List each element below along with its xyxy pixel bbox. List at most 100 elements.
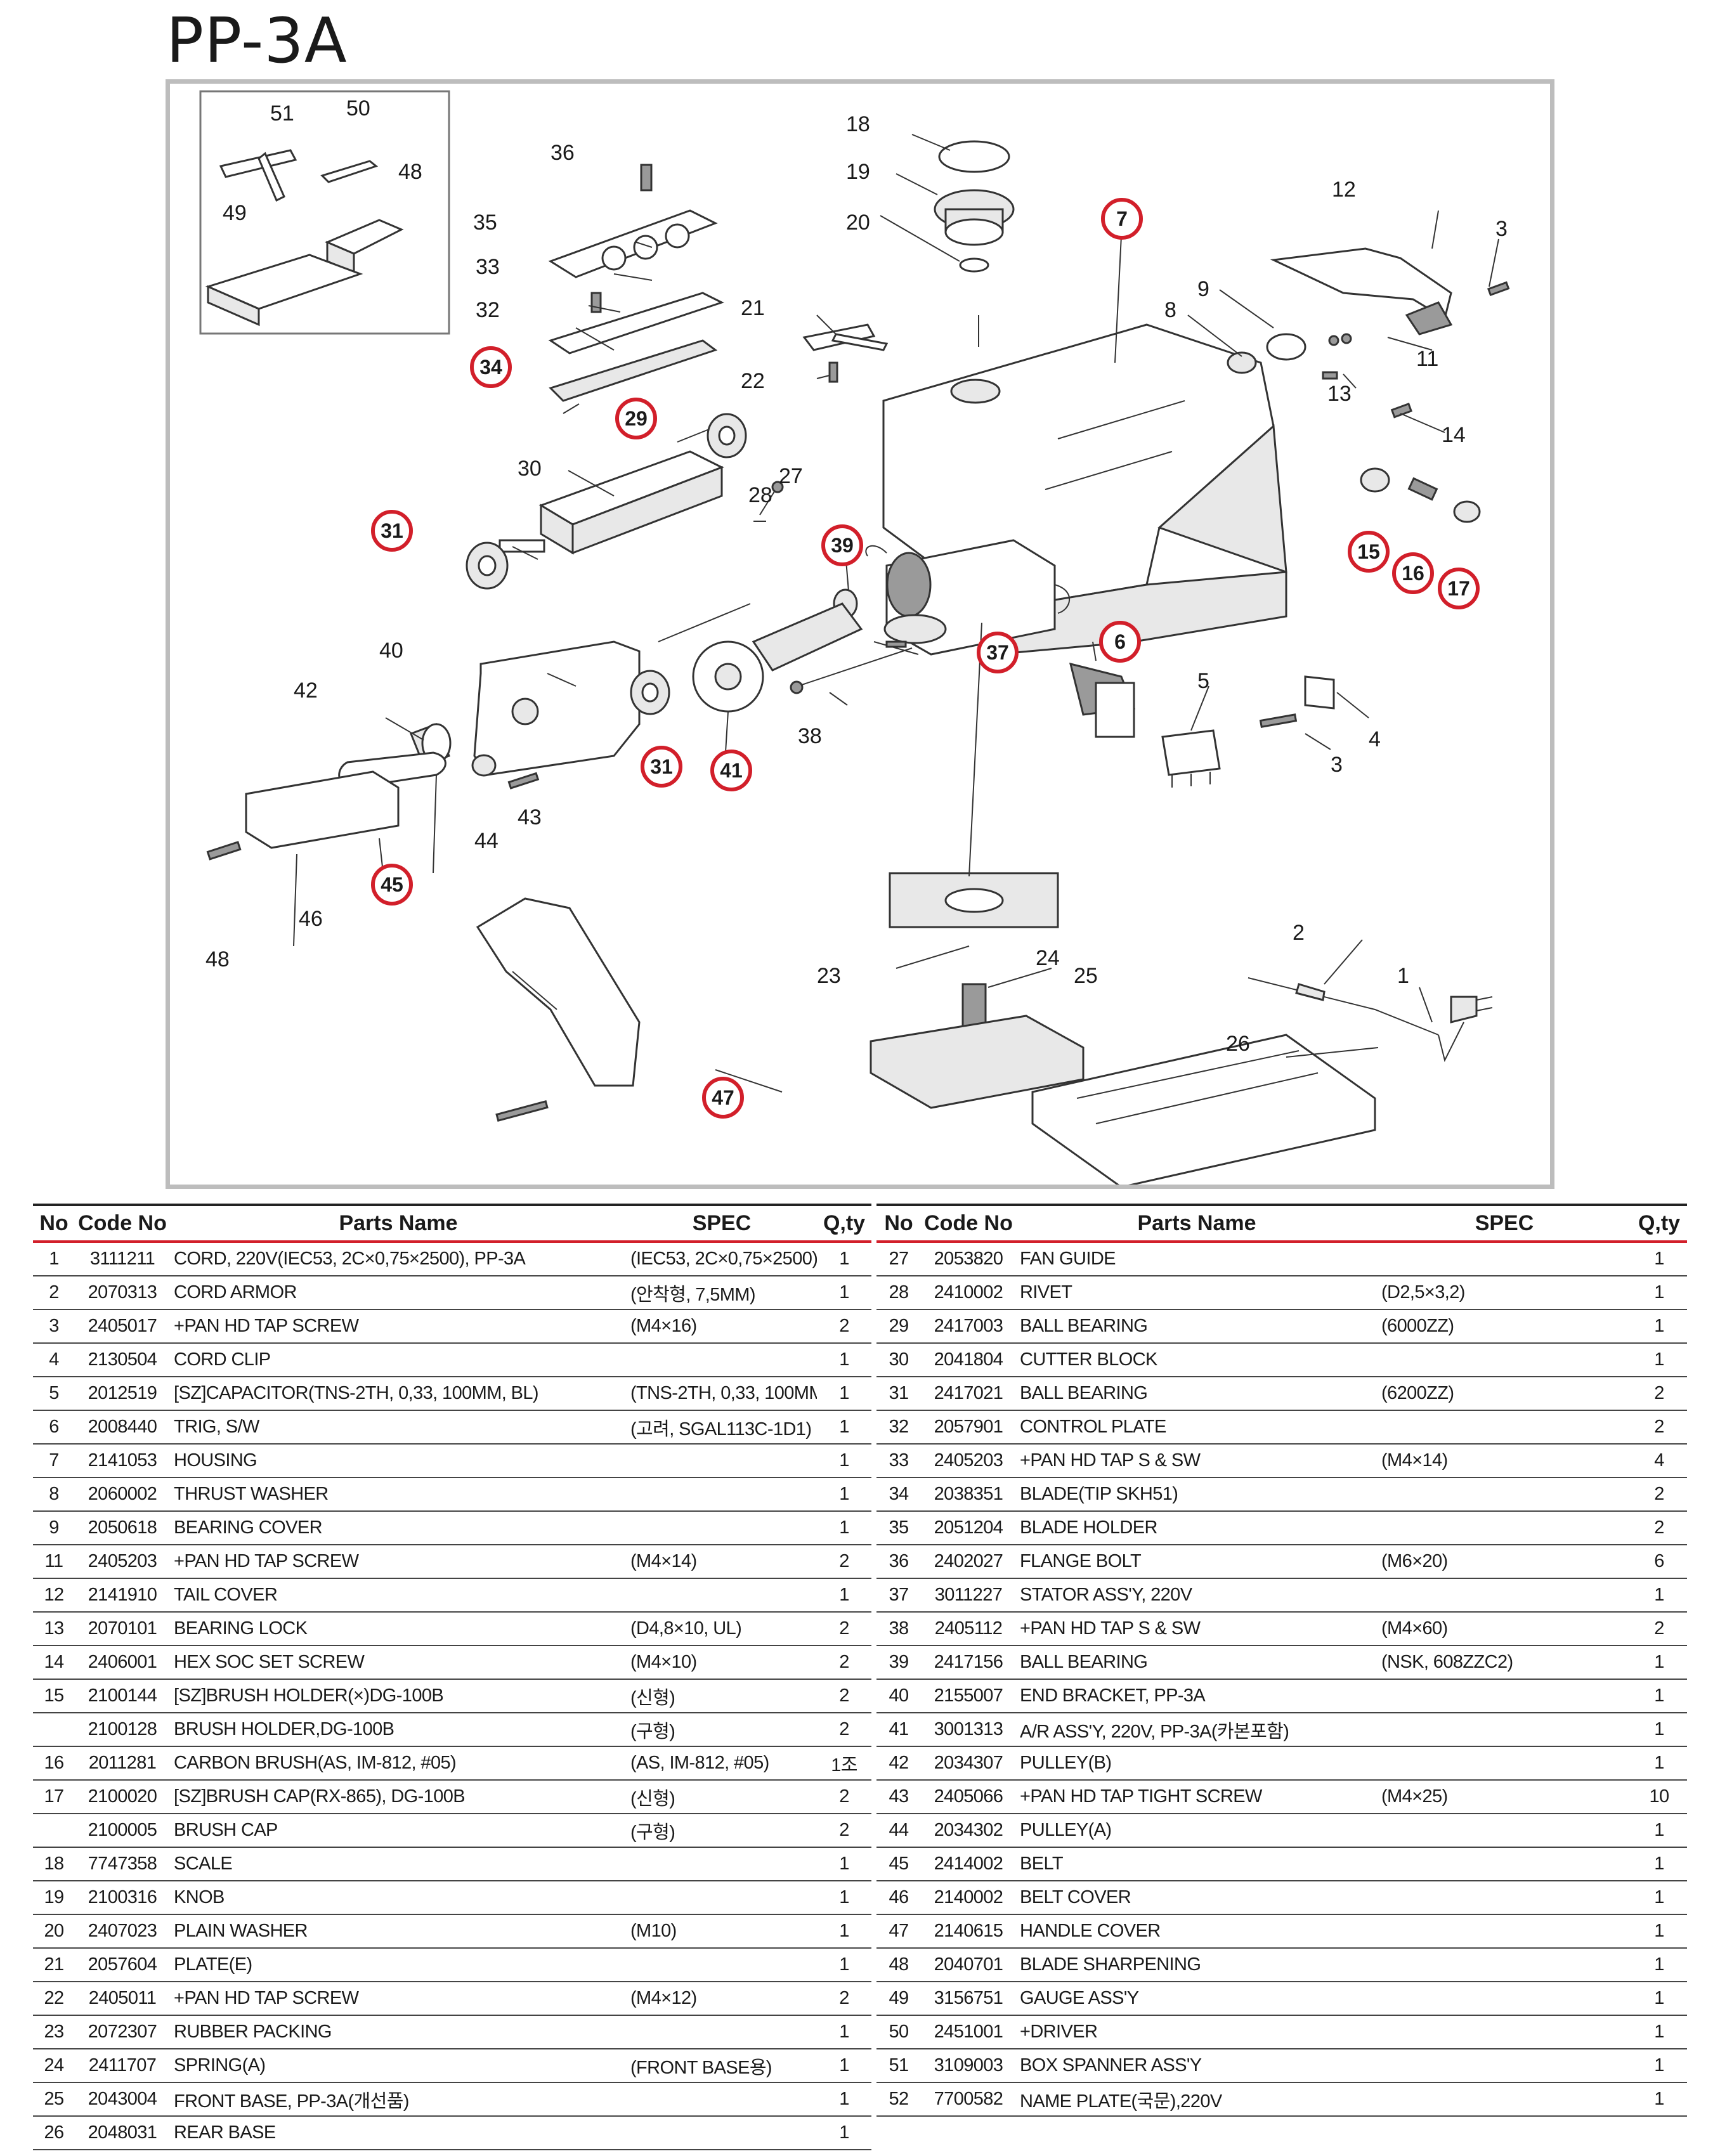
cell-part-name: +PAN HD TAP S & SW bbox=[1016, 1444, 1378, 1478]
svg-text:34: 34 bbox=[479, 356, 502, 379]
callout-48: 48 bbox=[398, 160, 422, 184]
cell-no: 52 bbox=[876, 2082, 921, 2117]
brush-holder-assembly bbox=[1360, 467, 1481, 523]
cell-part-name: STATOR ASS'Y, 220V bbox=[1016, 1578, 1378, 1613]
cell-code: 2011281 bbox=[75, 1746, 170, 1781]
cell-no: 18 bbox=[33, 1847, 75, 1881]
cell-qty: 1 bbox=[817, 1343, 871, 1377]
table-header-row: No Code No Parts Name SPEC Q,ty bbox=[33, 1204, 871, 1243]
cell-code: 2100144 bbox=[75, 1679, 170, 1713]
cell-no: 36 bbox=[876, 1545, 921, 1579]
callout-12: 12 bbox=[1332, 178, 1356, 202]
callout-44: 44 bbox=[474, 829, 498, 853]
callout-42: 42 bbox=[294, 679, 318, 703]
cell-no: 40 bbox=[876, 1679, 921, 1713]
callout-24: 24 bbox=[1036, 946, 1060, 970]
cell-qty: 1 bbox=[1631, 2015, 1687, 2049]
callout-25: 25 bbox=[1074, 964, 1098, 988]
table-header-row: No Code No Parts Name SPEC Q,ty bbox=[876, 1204, 1687, 1243]
callout-26: 26 bbox=[1226, 1032, 1250, 1056]
callout-48b: 48 bbox=[205, 947, 230, 971]
stator bbox=[865, 539, 1071, 656]
cell-no: 43 bbox=[876, 1780, 921, 1814]
cell-part-name: +DRIVER bbox=[1016, 2015, 1378, 2049]
cell-no: 13 bbox=[33, 1612, 75, 1646]
cell-code: 2451001 bbox=[921, 2015, 1016, 2049]
callout-2: 2 bbox=[1293, 921, 1305, 945]
cell-qty: 1 bbox=[817, 1444, 871, 1478]
cell-no: 44 bbox=[876, 1814, 921, 1848]
svg-text:6: 6 bbox=[1114, 630, 1126, 653]
cell-no: 27 bbox=[876, 1242, 921, 1276]
cell-qty: 2 bbox=[817, 1545, 871, 1579]
header-name: Parts Name bbox=[1016, 1204, 1378, 1243]
cell-no bbox=[33, 1814, 75, 1848]
cell-qty: 2 bbox=[817, 1646, 871, 1680]
cell-part-name: KNOB bbox=[170, 1881, 627, 1915]
cell-spec bbox=[1378, 2049, 1631, 2083]
cell-spec bbox=[627, 1511, 817, 1545]
callout-22: 22 bbox=[741, 369, 765, 393]
callout-34: 34 bbox=[470, 346, 512, 388]
cell-qty: 6 bbox=[1631, 1545, 1687, 1579]
svg-text:39: 39 bbox=[831, 534, 854, 557]
cell-qty: 1 bbox=[817, 1914, 871, 1949]
cell-code: 3109003 bbox=[921, 2049, 1016, 2083]
cell-part-name: BLADE HOLDER bbox=[1016, 1511, 1378, 1545]
cell-qty: 2 bbox=[817, 1814, 871, 1848]
cell-spec bbox=[627, 1444, 817, 1478]
svg-text:7: 7 bbox=[1116, 207, 1128, 230]
cell-code: 3011227 bbox=[921, 1578, 1016, 1613]
cell-no: 7 bbox=[33, 1444, 75, 1478]
cell-qty: 2 bbox=[1631, 1511, 1687, 1545]
cell-part-name: CORD, 220V(IEC53, 2C×0,75×2500), PP-3A bbox=[170, 1242, 627, 1276]
callout-45: 45 bbox=[371, 864, 413, 906]
callout-17: 17 bbox=[1438, 568, 1480, 609]
header-code: Code No bbox=[75, 1204, 170, 1243]
cell-qty: 1 bbox=[817, 1242, 871, 1276]
cell-spec: (M4×12) bbox=[627, 1982, 817, 2016]
long-screws bbox=[790, 647, 913, 694]
cell-code: 2405017 bbox=[75, 1309, 170, 1344]
cell-code: 2411707 bbox=[75, 2049, 170, 2083]
cell-code: 2100005 bbox=[75, 1814, 170, 1848]
cell-qty: 1 bbox=[1631, 1746, 1687, 1781]
cell-part-name: BOX SPANNER ASS'Y bbox=[1016, 2049, 1378, 2083]
cell-no: 42 bbox=[876, 1746, 921, 1781]
cell-spec: (신형) bbox=[627, 1679, 817, 1713]
cell-code: 2405203 bbox=[75, 1545, 170, 1579]
cell-spec: (6000ZZ) bbox=[1378, 1309, 1631, 1344]
cell-qty: 1 bbox=[817, 1410, 871, 1445]
callout-49: 49 bbox=[223, 201, 247, 225]
cell-no: 5 bbox=[33, 1377, 75, 1411]
cell-code: 2405011 bbox=[75, 1982, 170, 2016]
cell-no: 26 bbox=[33, 2116, 75, 2150]
cell-part-name: +PAN HD TAP SCREW bbox=[170, 1309, 627, 1344]
cell-spec bbox=[1378, 1679, 1631, 1713]
cell-code: 2041804 bbox=[921, 1343, 1016, 1377]
svg-text:15: 15 bbox=[1357, 540, 1380, 563]
cell-spec: (M4×14) bbox=[627, 1545, 817, 1579]
cell-spec bbox=[1378, 1746, 1631, 1781]
cell-part-name: THRUST WASHER bbox=[170, 1477, 627, 1512]
callout-37: 37 bbox=[977, 632, 1019, 673]
callout-40: 40 bbox=[379, 639, 403, 663]
